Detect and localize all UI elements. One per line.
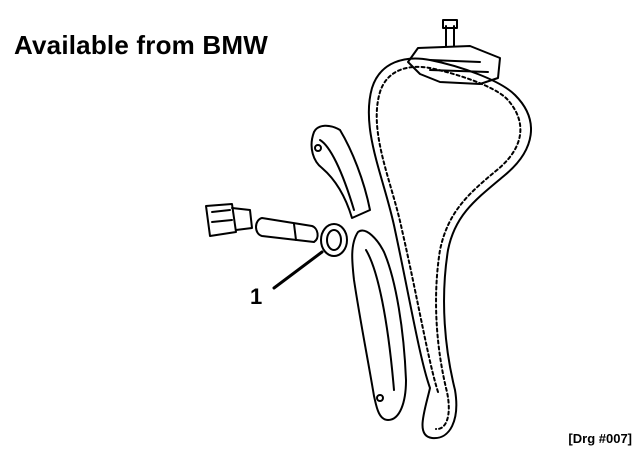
upper-chain-guide — [407, 19, 501, 85]
callout-leader — [272, 250, 324, 290]
tensioner-plug — [205, 203, 253, 237]
callout-number: 1 — [250, 284, 263, 309]
upper-tensioner-rail — [310, 124, 371, 219]
tensioner-piston — [255, 217, 319, 243]
drawing-reference: [Drg #007] — [568, 431, 632, 446]
timing-chain — [367, 57, 532, 440]
page-title: Available from BMW — [14, 30, 269, 60]
lower-tensioner-rail — [351, 229, 407, 421]
sealing-ring — [320, 223, 348, 257]
